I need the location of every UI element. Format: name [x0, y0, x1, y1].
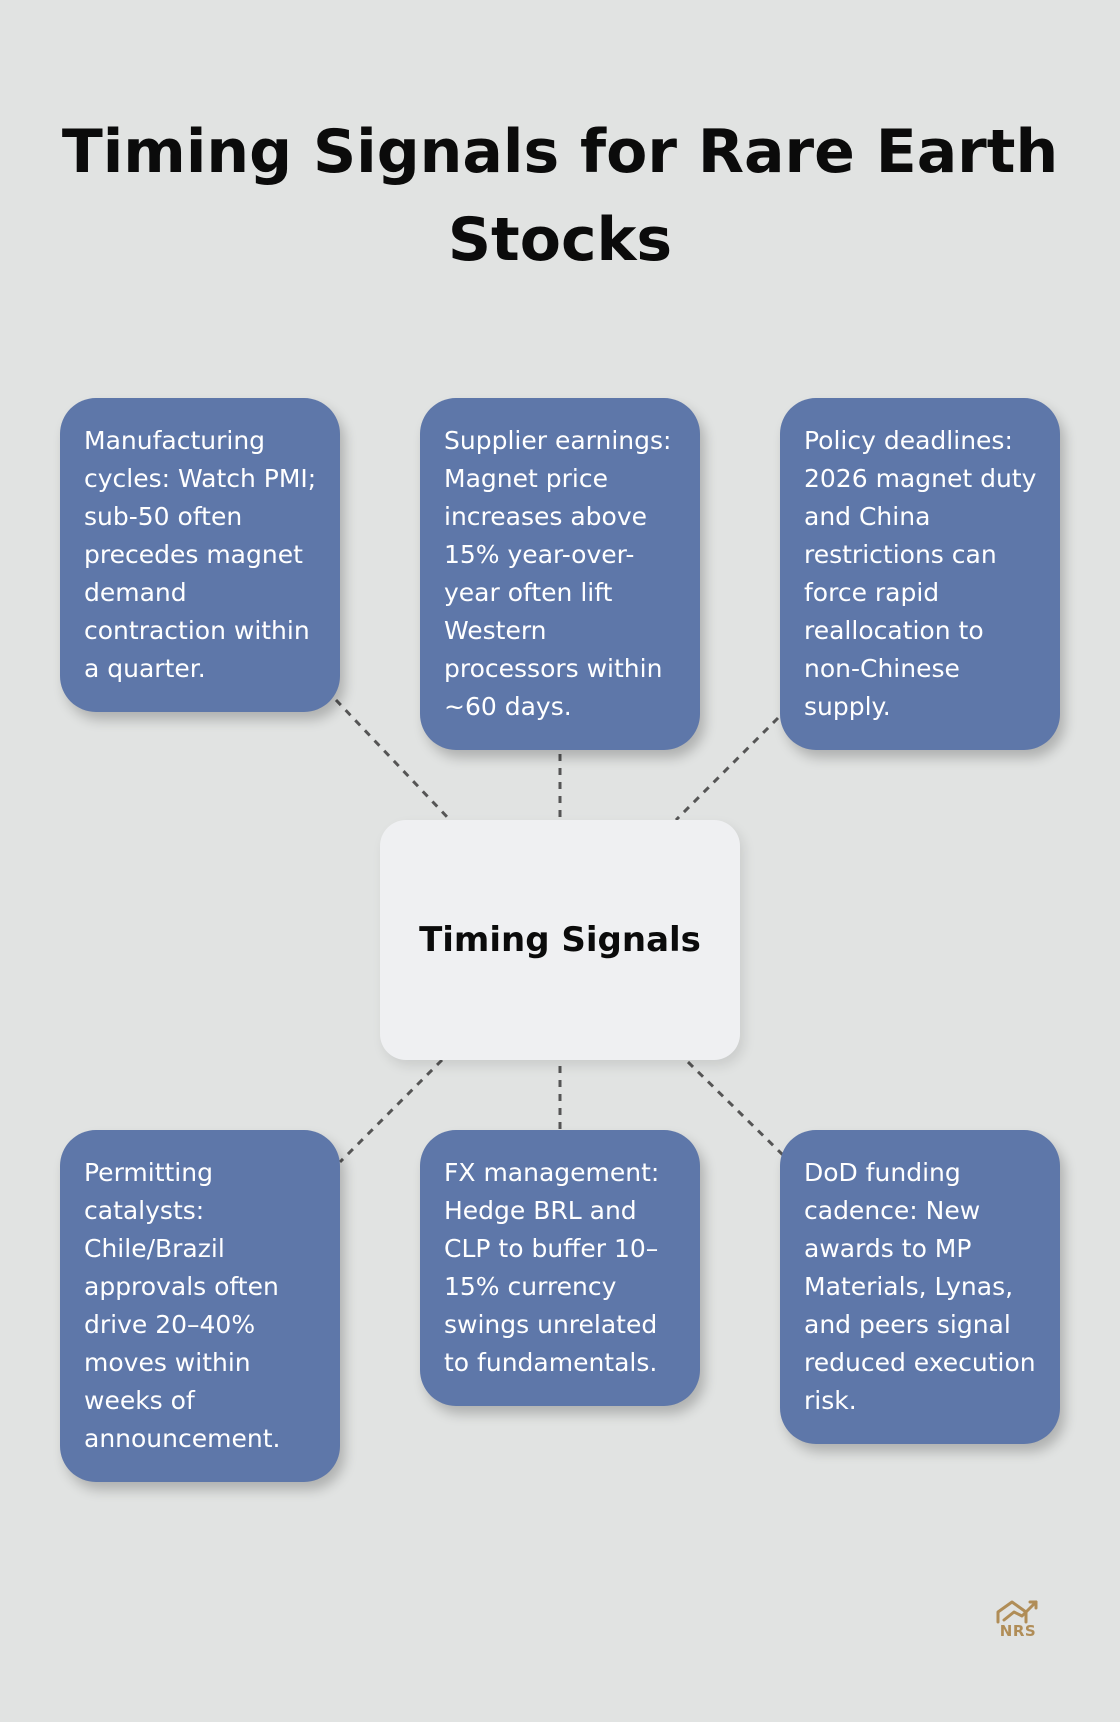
signal-box-permitting: Permitting catalysts: Chile/Brazil appro… [60, 1130, 340, 1482]
center-label: Timing Signals [419, 920, 701, 960]
center-node: Timing Signals [380, 820, 740, 1060]
signal-text: Permitting catalysts: Chile/Brazil appro… [84, 1158, 281, 1453]
signal-text: FX management: Hedge BRL and CLP to buff… [444, 1158, 660, 1377]
connector-bottom-right [686, 1060, 786, 1158]
signal-text: Policy deadlines: 2026 magnet duty and C… [804, 426, 1037, 721]
connector-top-right [674, 716, 780, 822]
signal-box-manufacturing: Manufacturing cycles: Watch PMI; sub-50 … [60, 398, 340, 712]
signal-box-supplier-earnings: Supplier earnings: Magnet price increase… [420, 398, 700, 750]
signal-box-policy-deadlines: Policy deadlines: 2026 magnet duty and C… [780, 398, 1060, 750]
logo-text: NRS [999, 1622, 1037, 1640]
signal-box-dod-funding: DoD funding cadence: New awards to MP Ma… [780, 1130, 1060, 1444]
signal-text: Manufacturing cycles: Watch PMI; sub-50 … [84, 426, 317, 683]
signal-text: Supplier earnings: Magnet price increase… [444, 426, 672, 721]
signal-box-fx-management: FX management: Hedge BRL and CLP to buff… [420, 1130, 700, 1406]
page-title: Timing Signals for Rare Earth Stocks [61, 117, 1059, 275]
signal-text: DoD funding cadence: New awards to MP Ma… [804, 1158, 1036, 1415]
house-chart-logo-icon [996, 1600, 1038, 1624]
brand-logo: NRS [992, 1596, 1044, 1642]
connector-bottom-left [338, 1058, 444, 1164]
